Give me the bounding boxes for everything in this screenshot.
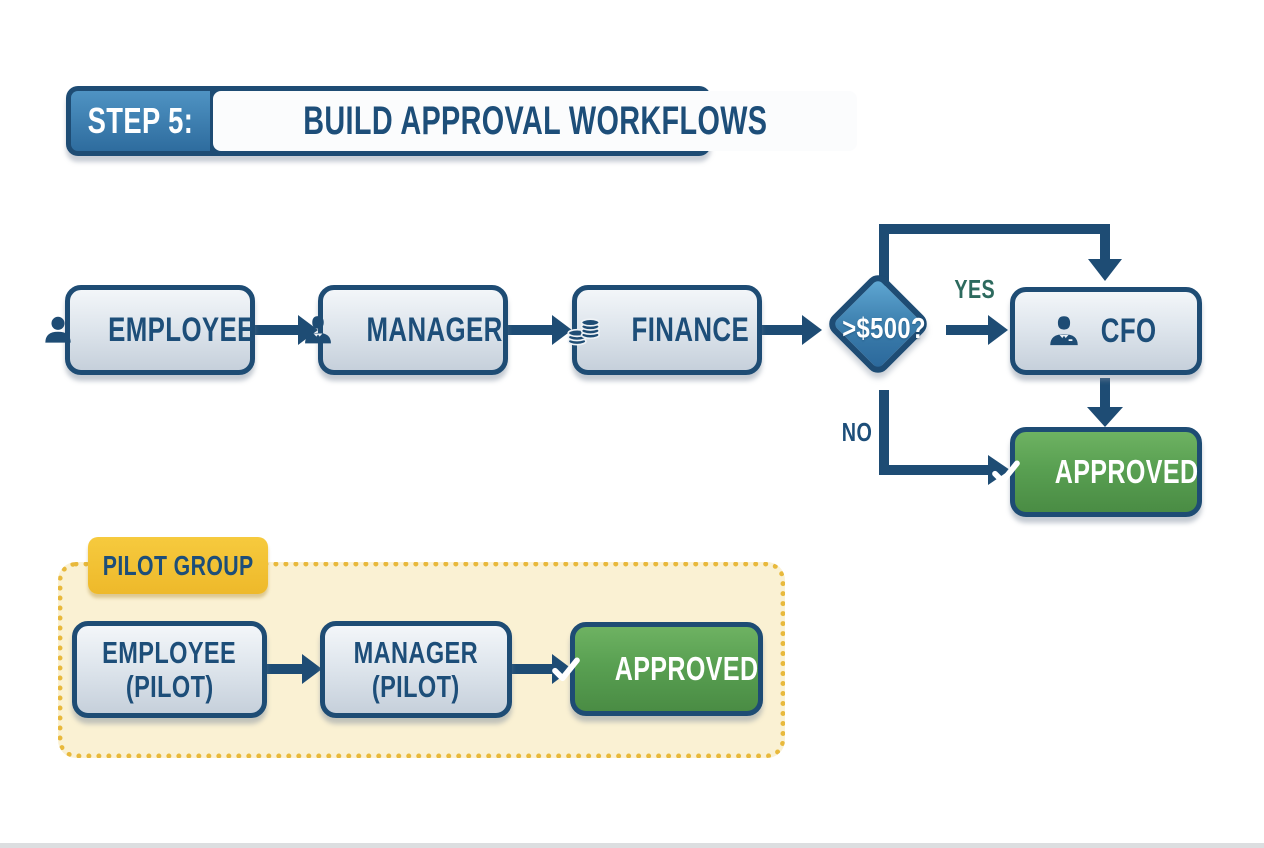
arrow-decision-to-cfo-icon <box>946 315 1008 345</box>
pilot-group-tag: PILOT GROUP <box>88 537 268 594</box>
node-approved-pilot: APPROVED <box>552 622 763 716</box>
decision-label-wrap: >$500? <box>820 313 948 346</box>
connector-loop-vertical-right <box>1100 224 1110 262</box>
node-employee-pilot-label: EMPLOYEE (PILOT) <box>102 635 237 704</box>
node-cfo: CFO <box>1010 287 1202 375</box>
bottom-edge-strip <box>0 843 1264 848</box>
connector-loop-arrowhead-icon <box>1088 259 1122 281</box>
arrow-finance-to-decision-icon <box>762 315 822 345</box>
node-manager-label: MANAGER <box>366 310 503 349</box>
node-employee-label: EMPLOYEE <box>108 310 255 349</box>
coins-icon <box>567 318 601 346</box>
person-icon <box>45 316 71 343</box>
check-icon <box>552 657 581 682</box>
connector-no-vertical <box>879 390 889 475</box>
executive-icon <box>1050 316 1078 346</box>
node-employee-pilot: EMPLOYEE (PILOT) <box>72 621 267 718</box>
connector-loop-vertical-left <box>879 224 889 286</box>
node-manager-pilot: MANAGER (PILOT) <box>320 621 512 718</box>
edge-label-no: NO <box>841 417 873 447</box>
node-employee: EMPLOYEE <box>45 285 255 375</box>
edge-label-yes: YES <box>954 274 996 304</box>
decision-label: >$500? <box>842 313 926 345</box>
pilot-group-label: PILOT GROUP <box>102 549 254 581</box>
node-approved-pilot-label: APPROVED <box>615 650 759 687</box>
node-approved-main-label: APPROVED <box>1054 453 1199 490</box>
node-approved-main: APPROVED <box>992 427 1202 517</box>
connector-loop-horizontal <box>879 224 1110 234</box>
arrow-cfo-to-approved-icon <box>1087 378 1123 427</box>
step-title-panel: BUILD APPROVAL WORKFLOWS <box>212 91 858 151</box>
node-finance-label: FINANCE <box>631 310 750 349</box>
step-banner: STEP 5: BUILD APPROVAL WORKFLOWS <box>66 86 858 156</box>
step-number-badge: STEP 5: <box>71 91 210 151</box>
node-manager: MANAGER <box>304 285 508 375</box>
node-finance: FINANCE <box>567 285 762 375</box>
node-cfo-label: CFO <box>1100 311 1157 350</box>
step-title: BUILD APPROVAL WORKFLOWS <box>303 98 768 143</box>
connector-no-horizontal <box>879 465 990 475</box>
node-manager-pilot-label: MANAGER (PILOT) <box>353 635 479 704</box>
arrow-pilot-employee-to-manager-icon <box>267 654 322 684</box>
step-number-label: STEP 5: <box>87 100 194 141</box>
check-icon <box>992 460 1020 485</box>
manager-icon <box>304 316 331 344</box>
arrow-manager-to-finance-icon <box>508 315 572 345</box>
